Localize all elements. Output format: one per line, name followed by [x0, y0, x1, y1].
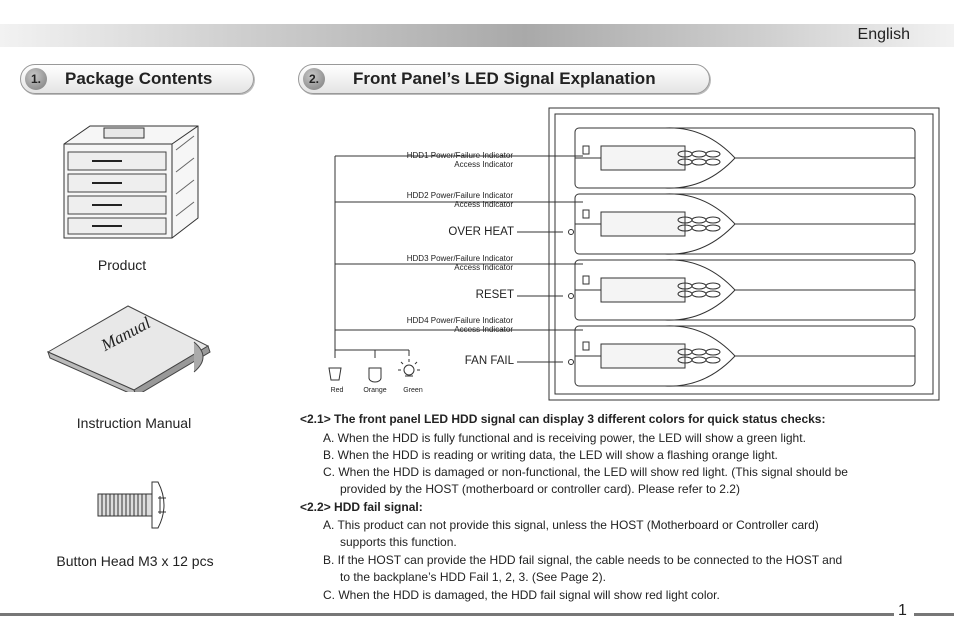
section-2-title: Front Panel’s LED Signal Explanation: [353, 69, 656, 88]
section-2-2-item-a-line1: A. This product can not provide this sig…: [323, 518, 819, 532]
section-2-2-item-c: C. When the HDD is damaged, the HDD fail…: [323, 588, 720, 602]
hdd2-access-label: Access Indicator: [454, 200, 513, 209]
legend-orange: Orange: [363, 387, 387, 394]
hdd4-access-label: Access Indicator: [454, 325, 513, 334]
section-2-2-item-b-line2: to the backplane’s HDD Fail 1, 2, 3. (Se…: [340, 570, 606, 584]
hdd2-power-label: HDD2 Power/Failure Indicator: [406, 191, 513, 200]
section-2-2-item-b-line1: B. If the HOST can provide the HDD fail …: [323, 553, 843, 567]
section-1-header: 1. Package Contents: [20, 64, 254, 94]
legend-green: Green: [403, 387, 423, 394]
page-number: 1: [898, 602, 907, 619]
section-2-1-item-b: B. When the HDD is reading or writing da…: [323, 448, 778, 462]
section-2-number: 2.: [303, 68, 325, 90]
section-2-header: 2. Front Panel’s LED Signal Explanation: [298, 64, 710, 94]
section-2-2-heading: <2.2> HDD fail signal:: [300, 500, 423, 514]
language-label: English: [857, 26, 910, 43]
hdd1-access-label: Access Indicator: [454, 160, 513, 169]
section-2-1-item-c-line1: C. When the HDD is damaged or non-functi…: [323, 465, 848, 479]
section-2-1-heading: <2.1> The front panel LED HDD signal can…: [300, 412, 826, 426]
hdd3-access-label: Access Indicator: [454, 263, 513, 272]
manual-illustration: [46, 305, 211, 392]
section-1-title: Package Contents: [65, 69, 213, 88]
fan-fail-label: FAN FAIL: [464, 355, 514, 367]
header-bar: [0, 24, 954, 47]
legend-red: Red: [330, 387, 344, 394]
screw-caption: Button Head M3 x 12 pcs: [56, 553, 214, 569]
footer-bar-right: [914, 613, 954, 616]
reset-label: RESET: [475, 289, 514, 301]
footer-bar-left: [0, 613, 894, 616]
product-caption: Product: [97, 257, 147, 273]
hdd1-power-label: HDD1 Power/Failure Indicator: [406, 151, 513, 160]
hdd4-power-label: HDD4 Power/Failure Indicator: [406, 316, 513, 325]
screw-illustration: [97, 481, 166, 529]
over-heat-label: OVER HEAT: [448, 226, 514, 238]
hdd3-power-label: HDD3 Power/Failure Indicator: [406, 254, 513, 263]
section-1-number: 1.: [25, 68, 47, 90]
section-2-2-item-a-line2: supports this function.: [340, 535, 457, 549]
product-illustration: [63, 125, 199, 239]
front-panel-diagram: [328, 107, 940, 401]
manual-caption: Instruction Manual: [76, 415, 192, 431]
section-2-1-item-c-line2: provided by the HOST (motherboard or con…: [340, 482, 740, 496]
section-2-1-item-a: A. When the HDD is fully functional and …: [323, 431, 806, 445]
